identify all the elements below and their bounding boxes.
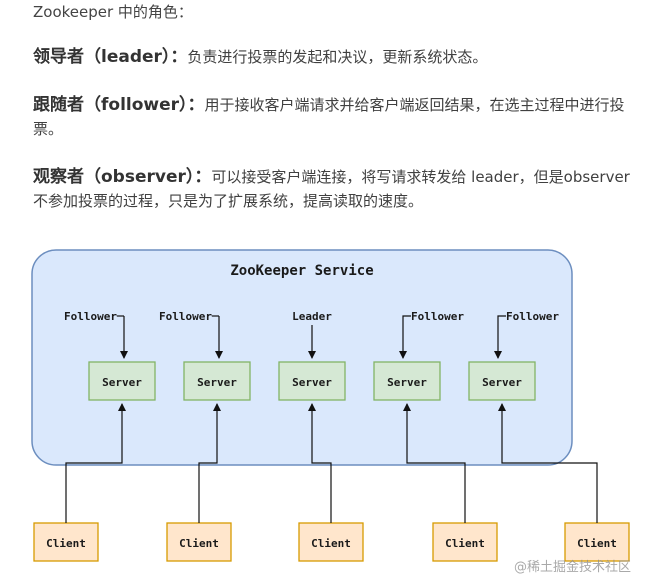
role-leader: 领导者（leader）：负责进行投票的发起和决议，更新系统状态。 bbox=[33, 45, 635, 69]
server-label: Server bbox=[197, 376, 237, 389]
role-label: Follower bbox=[411, 310, 464, 323]
server-box bbox=[183, 361, 251, 401]
role-desc: 用于接收客户端请求并给客户端返回结果，在选主过程中进行投票。 bbox=[33, 96, 625, 138]
role-term: 领导者（leader）： bbox=[33, 47, 188, 67]
client-server-arrow bbox=[308, 403, 332, 523]
role-desc: 可以接受客户端连接，将写请求转发给 leader，但是observer 不参加投… bbox=[33, 168, 630, 210]
client-box bbox=[33, 522, 99, 562]
role-observer: 观察者（observer）：可以接受客户端连接，将写请求转发给 leader，但… bbox=[33, 165, 635, 213]
client-server-arrow bbox=[198, 403, 221, 523]
role-label: Follower bbox=[506, 310, 559, 323]
zookeeper-service-box bbox=[31, 249, 573, 466]
client-box bbox=[298, 522, 364, 562]
role-follower: 跟随者（follower）：用于接收客户端请求并给客户端返回结果，在选主过程中进… bbox=[33, 93, 635, 141]
role-label: Follower bbox=[159, 310, 212, 323]
role-arrow bbox=[494, 315, 506, 359]
client-server-arrow bbox=[65, 403, 126, 523]
intro-text: Zookeeper 中的角色： bbox=[33, 3, 193, 21]
server-box bbox=[88, 361, 156, 401]
client-label: Client bbox=[445, 537, 485, 550]
watermark: @稀土掘金技术社区 bbox=[513, 560, 631, 575]
client-box bbox=[432, 522, 498, 562]
client-label: Client bbox=[311, 537, 351, 550]
service-title: ZooKeeper Service bbox=[230, 263, 373, 279]
server-box bbox=[468, 361, 536, 401]
client-server-arrow bbox=[403, 403, 466, 523]
server-box bbox=[373, 361, 441, 401]
server-box bbox=[278, 361, 346, 401]
client-label: Client bbox=[179, 537, 219, 550]
role-label: Follower bbox=[64, 310, 117, 323]
client-server-arrow bbox=[498, 403, 598, 523]
role-arrow bbox=[399, 315, 411, 359]
server-label: Server bbox=[482, 376, 522, 389]
role-term: 观察者（observer）： bbox=[33, 167, 212, 187]
server-label: Server bbox=[102, 376, 142, 389]
server-label: Server bbox=[387, 376, 427, 389]
role-label: Leader bbox=[292, 310, 332, 323]
server-label: Server bbox=[292, 376, 332, 389]
role-desc: 负责进行投票的发起和决议，更新系统状态。 bbox=[187, 48, 488, 66]
client-label: Client bbox=[577, 537, 617, 550]
client-label: Client bbox=[46, 537, 86, 550]
role-term: 跟随者（follower）： bbox=[33, 95, 205, 115]
diagram-canvas: ZooKeeper Service FollowerServerClientFo… bbox=[31, 249, 630, 562]
